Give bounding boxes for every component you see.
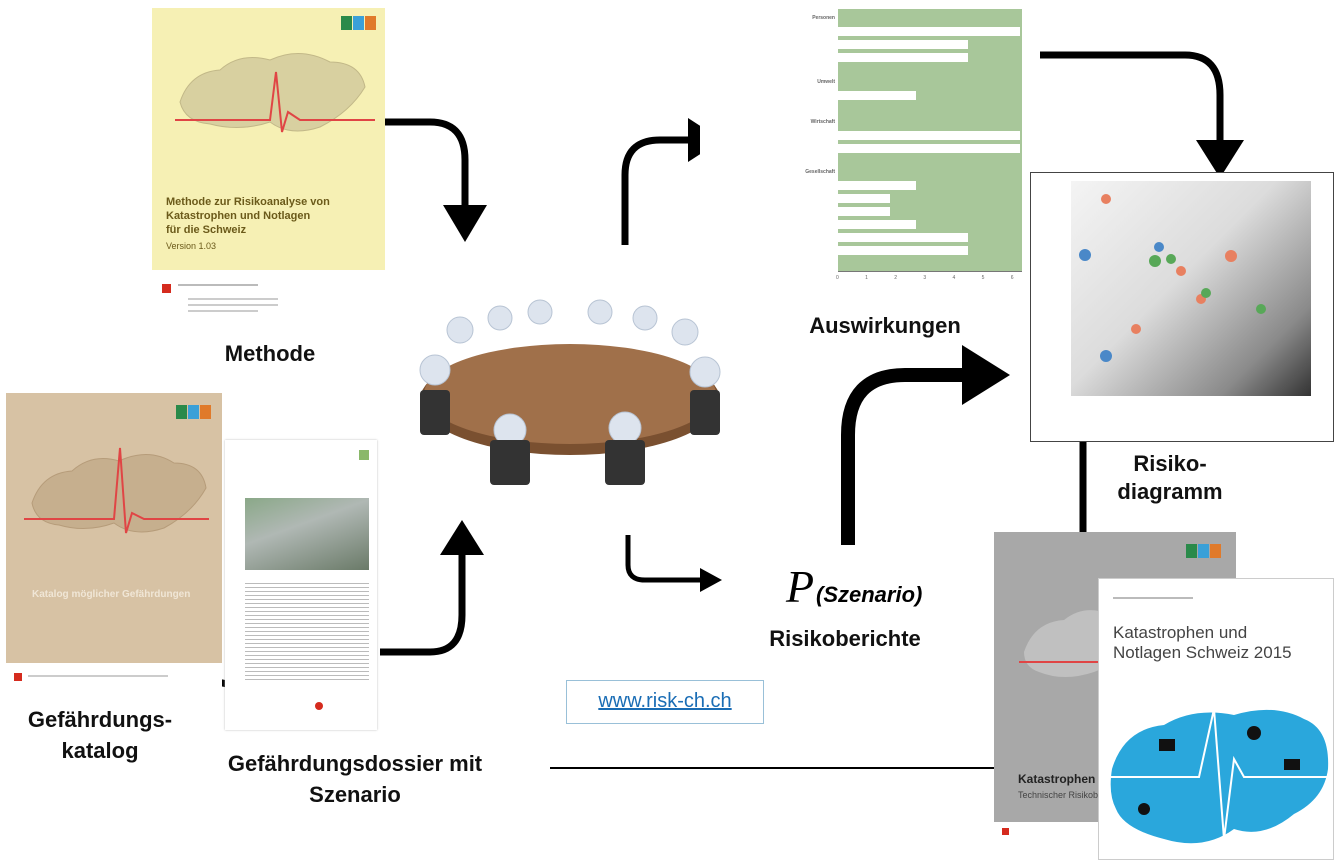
probability-formula: P (Szenario) — [786, 560, 1001, 620]
arrow-dossier-to-meeting — [380, 555, 466, 656]
method-document-cover: Methode zur Risikoanalyse von Katastroph… — [152, 8, 385, 270]
impact-tick-label: 4 — [952, 275, 956, 281]
impact-bar — [838, 40, 969, 49]
arrow-impacts-to-diagram — [1040, 51, 1224, 140]
impact-tick-label: 6 — [1010, 275, 1014, 281]
dossier-line2: Szenario — [309, 782, 401, 807]
impact-tick-label: 5 — [981, 275, 985, 281]
bevoelkerungsschutz-logo — [1186, 544, 1222, 558]
catalog-document-footer — [6, 663, 222, 693]
arrow-probability-to-diagram — [841, 368, 965, 545]
method-version: Version 1.03 — [166, 241, 217, 251]
method-title-line1: Methode zur Risikoanalyse von — [166, 196, 330, 208]
risikodiagramm-line1: Risiko- — [1133, 451, 1207, 476]
impact-bar — [838, 27, 1021, 36]
impact-bar — [838, 181, 917, 190]
label-risikodiagramm: Risiko- diagramm — [1100, 450, 1240, 506]
impact-bar — [838, 246, 969, 255]
switzerland-map-icon — [175, 52, 375, 133]
impacts-chart: Personen Umwelt Wirtschaft Gesellschaft … — [700, 5, 1030, 300]
impact-bar — [838, 207, 891, 216]
label-gefaehrdungskatalog: Gefährdungs- katalog — [0, 706, 200, 765]
risk-diagram — [1030, 172, 1334, 442]
dossier-badge-icon — [359, 450, 369, 460]
risikodiagramm-line2: diagramm — [1117, 479, 1223, 504]
dossier-document-page — [225, 440, 377, 730]
report-title-line2: Notlagen Schweiz 2015 — [1113, 643, 1292, 662]
national-risk-report-cover: Katastrophen und Notlagen Schweiz 2015 — [1098, 578, 1334, 860]
method-document-footer — [152, 270, 385, 330]
impact-tick-label: 0 — [836, 275, 839, 281]
arrow-meeting-to-impacts — [621, 136, 690, 245]
label-risikoberichte: Risikoberichte — [769, 626, 921, 651]
group-label-personen: Personen — [812, 15, 835, 21]
impact-bar — [838, 144, 1021, 153]
website-link-box — [566, 680, 764, 724]
catalog-title: Katalog möglicher Gefährdungen — [32, 589, 191, 600]
swiss-flag-icon — [14, 673, 22, 681]
catalog-document-cover: Katalog möglicher Gefährdungen — [6, 393, 222, 663]
method-title-line3: für die Schweiz — [166, 224, 247, 236]
risk-scatter — [1079, 194, 1266, 362]
impact-tick-label: 2 — [894, 275, 898, 281]
impact-tick-label: 1 — [865, 275, 868, 281]
label-gefaehrdungsdossier: Gefährdungsdossier mit Szenario — [175, 750, 535, 809]
label-auswirkungen: Auswirkungen — [809, 313, 961, 338]
grey-report-subtitle: Technischer Risikobericht — [1018, 790, 1121, 800]
method-title-line2: Katastrophen und Notlagen — [166, 210, 311, 222]
report-title-line1: Katastrophen und — [1113, 623, 1248, 642]
bevoelkerungsschutz-logo — [176, 405, 212, 419]
impact-bar — [838, 91, 917, 100]
arrow-methode-to-meeting — [385, 118, 469, 205]
label-methode: Methode — [224, 341, 316, 366]
gefaehrdungskatalog-line2: katalog — [61, 738, 139, 763]
switzerland-map-icon — [24, 447, 209, 534]
bevoelkerungsschutz-logo — [341, 16, 377, 30]
impact-tick-label: 3 — [923, 275, 927, 281]
impact-bar — [838, 194, 891, 203]
arrow-meeting-to-reports — [625, 535, 700, 583]
group-label-umwelt: Umwelt — [817, 79, 835, 85]
impact-bar — [838, 220, 917, 229]
impact-bar — [838, 233, 969, 242]
probability-subscript: (Szenario) — [816, 582, 923, 607]
switzerland-hazard-map-icon — [1104, 708, 1330, 844]
swiss-flag-icon — [162, 284, 171, 293]
gefaehrdungskatalog-line1: Gefährdungs- — [27, 707, 173, 732]
grey-report-title: Katastrophen — [1018, 772, 1096, 786]
group-label-gesellschaft: Gesellschaft — [805, 169, 835, 175]
swiss-flag-icon — [1002, 828, 1009, 835]
impact-bar — [838, 131, 1021, 140]
dossier-line1: Gefährdungsdossier mit — [227, 751, 483, 776]
probability-symbol: P — [786, 561, 815, 612]
dossier-photo — [245, 498, 369, 570]
website-link[interactable]: www.risk-ch.ch — [598, 690, 732, 712]
impact-bar — [838, 53, 969, 62]
group-label-wirtschaft: Wirtschaft — [810, 119, 835, 125]
meeting-table-illustration — [419, 299, 721, 485]
